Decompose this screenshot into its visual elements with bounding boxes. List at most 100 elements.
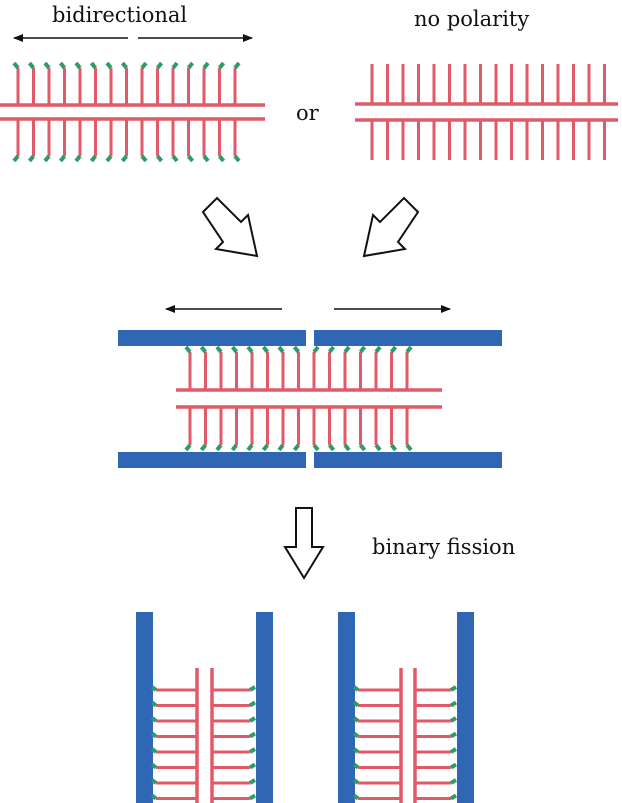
filament-head-up [312, 345, 320, 354]
daughter-unit-right [338, 612, 474, 803]
bar-top-left [118, 330, 306, 346]
filament-head-left [150, 700, 158, 708]
filament-head-down [230, 443, 239, 452]
bar-side-left [338, 612, 355, 803]
filament-head-up [155, 61, 164, 70]
filament-head-right [449, 747, 458, 754]
filament-head-up [184, 345, 192, 354]
filament-head-right [248, 700, 257, 708]
filament-head-up [327, 345, 336, 354]
filament-head-down [389, 443, 398, 452]
filament-head-up [217, 61, 226, 70]
filament-head-up [358, 345, 367, 354]
block-arrow-right-diagonal [362, 196, 420, 258]
filament-head-down [140, 154, 148, 163]
filament-head-right [248, 685, 257, 692]
filament-head-down [184, 443, 192, 452]
filament-head-down [327, 443, 336, 452]
filament-head-down [217, 154, 226, 163]
filament-head-up [89, 61, 98, 70]
filament-head-left [352, 747, 360, 754]
filament-head-down [58, 154, 67, 163]
middle-assembly [118, 330, 502, 468]
filament-head-left [352, 685, 360, 692]
bar-side-right [457, 612, 474, 803]
filament-head-up [246, 345, 254, 354]
filament-head-down [199, 443, 208, 452]
no-polarity-bundle [355, 64, 618, 160]
filament-head-down [89, 154, 98, 163]
bar-bottom-left [118, 452, 306, 468]
label-no-polarity: no polarity [414, 7, 529, 31]
filament-head-up [58, 61, 67, 70]
filament-head-left [352, 716, 360, 723]
filament-head-left [352, 731, 360, 739]
filament-head-left [150, 778, 158, 785]
filament-head-left [352, 793, 360, 801]
filament-head-up [343, 345, 351, 354]
filament-head-up [27, 61, 36, 70]
filament-head-down [277, 443, 285, 452]
filament-head-down [171, 154, 179, 163]
filament-head-right [449, 731, 458, 739]
filament-head-right [449, 685, 458, 692]
filament-head-right [248, 762, 257, 770]
filament-head-up [105, 61, 113, 70]
filament-head-down [186, 154, 195, 163]
filament-head-up [389, 345, 398, 354]
filament-head-down [312, 443, 320, 452]
filament-head-down [12, 154, 20, 163]
filament-head-left [150, 747, 158, 754]
filament-head-down [358, 443, 367, 452]
filament-head-up [405, 345, 413, 354]
filament-head-up [230, 345, 239, 354]
filament-head-up [12, 61, 20, 70]
filament-head-up [292, 345, 301, 354]
filament-head-right [248, 793, 257, 801]
filament-head-down [43, 154, 51, 163]
filament-head-up [202, 61, 210, 70]
filament-head-up [43, 61, 51, 70]
label-binary-fission: binary fission [372, 535, 515, 559]
filament-head-right [248, 716, 257, 723]
block-arrow-down [283, 507, 325, 580]
filament-head-up [374, 345, 382, 354]
filament-head-down [405, 443, 413, 452]
filament-head-left [150, 793, 158, 801]
filament-head-right [449, 716, 458, 723]
filament-head-right [248, 778, 257, 785]
filament-head-right [248, 731, 257, 739]
filament-head-up [199, 345, 208, 354]
filament-head-up [277, 345, 285, 354]
daughter-unit-left [136, 612, 273, 803]
filament-head-down [105, 154, 113, 163]
filament-head-down [343, 443, 351, 452]
bar-side-left [136, 612, 153, 803]
filament-head-up [140, 61, 148, 70]
filament-head-left [352, 778, 360, 785]
block-arrow-left-diagonal [201, 196, 259, 258]
filament-head-down [74, 154, 82, 163]
filament-head-down [374, 443, 382, 452]
filament-head-up [215, 345, 223, 354]
filament-head-left [150, 716, 158, 723]
filament-head-down [202, 154, 210, 163]
filament-head-up [171, 61, 179, 70]
filament-head-down [155, 154, 164, 163]
label-or: or [296, 101, 320, 125]
filament-head-down [120, 154, 129, 163]
filament-head-up [120, 61, 129, 70]
filament-head-left [150, 685, 158, 692]
filament-head-up [186, 61, 195, 70]
label-bidirectional: bidirectional [52, 3, 187, 27]
filament-head-down [233, 154, 241, 163]
filament-head-up [74, 61, 82, 70]
filament-head-down [261, 443, 270, 452]
filament-head-down [215, 443, 223, 452]
filament-head-left [352, 762, 360, 770]
filament-head-left [150, 762, 158, 770]
filament-head-left [150, 731, 158, 739]
filament-head-right [449, 762, 458, 770]
filament-head-down [27, 154, 36, 163]
